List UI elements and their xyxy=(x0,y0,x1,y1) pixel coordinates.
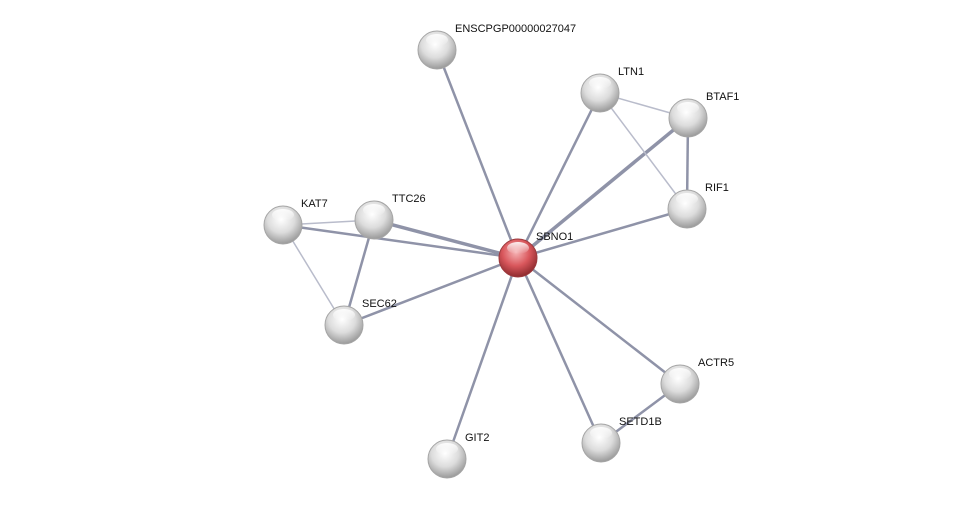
node-kat7[interactable]: KAT7 xyxy=(263,198,328,245)
node-highlight xyxy=(589,77,611,89)
node-ltn1[interactable]: LTN1 xyxy=(580,66,644,113)
node-highlight xyxy=(363,204,385,216)
node-label: SETD1B xyxy=(619,416,662,428)
edge-sbno1-actr5[interactable] xyxy=(517,257,681,385)
node-highlight xyxy=(272,209,294,221)
node-label: KAT7 xyxy=(301,198,328,210)
node-sec62[interactable]: SEC62 xyxy=(324,298,397,345)
node-label: ENSCPGP00000027047 xyxy=(455,23,576,35)
node-enscpgp00000027047[interactable]: ENSCPGP00000027047 xyxy=(417,23,576,70)
node-label: ACTR5 xyxy=(698,357,734,369)
node-label: LTN1 xyxy=(618,66,644,78)
node-btaf1[interactable]: BTAF1 xyxy=(668,91,739,138)
node-label: BTAF1 xyxy=(706,91,739,103)
node-setd1b[interactable]: SETD1B xyxy=(581,416,662,463)
node-rif1[interactable]: RIF1 xyxy=(667,182,729,229)
edge-sbno1-sec62[interactable] xyxy=(343,256,519,327)
edge-kat7-sec62[interactable] xyxy=(282,224,345,326)
node-highlight xyxy=(507,242,529,254)
node-ttc26[interactable]: TTC26 xyxy=(354,193,426,240)
node-highlight xyxy=(426,34,448,46)
node-highlight xyxy=(590,427,612,439)
node-highlight xyxy=(669,368,691,380)
edge-sbno1-enscpgp00000027047[interactable] xyxy=(435,49,520,259)
node-highlight xyxy=(676,193,698,205)
edge-sbno1-rif1[interactable] xyxy=(517,207,688,260)
edge-sbno1-btaf1[interactable] xyxy=(516,116,690,260)
node-highlight xyxy=(436,443,458,455)
node-git2[interactable]: GIT2 xyxy=(427,432,489,479)
node-label: SEC62 xyxy=(362,298,397,310)
node-highlight xyxy=(333,309,355,321)
edge-sbno1-ltn1[interactable] xyxy=(516,92,602,259)
node-actr5[interactable]: ACTR5 xyxy=(660,357,734,404)
edge-sbno1-setd1b[interactable] xyxy=(516,257,603,444)
node-label: GIT2 xyxy=(465,432,489,444)
edge-sbno1-kat7[interactable] xyxy=(282,223,519,260)
node-label: RIF1 xyxy=(705,182,729,194)
edge-sbno1-ttc26[interactable] xyxy=(373,218,519,260)
node-sbno1[interactable]: SBNO1 xyxy=(498,231,573,278)
edge-ltn1-rif1[interactable] xyxy=(599,92,688,210)
node-label: TTC26 xyxy=(392,193,426,205)
node-label: SBNO1 xyxy=(536,231,573,243)
edge-sbno1-git2[interactable] xyxy=(445,257,520,460)
node-highlight xyxy=(677,102,699,114)
